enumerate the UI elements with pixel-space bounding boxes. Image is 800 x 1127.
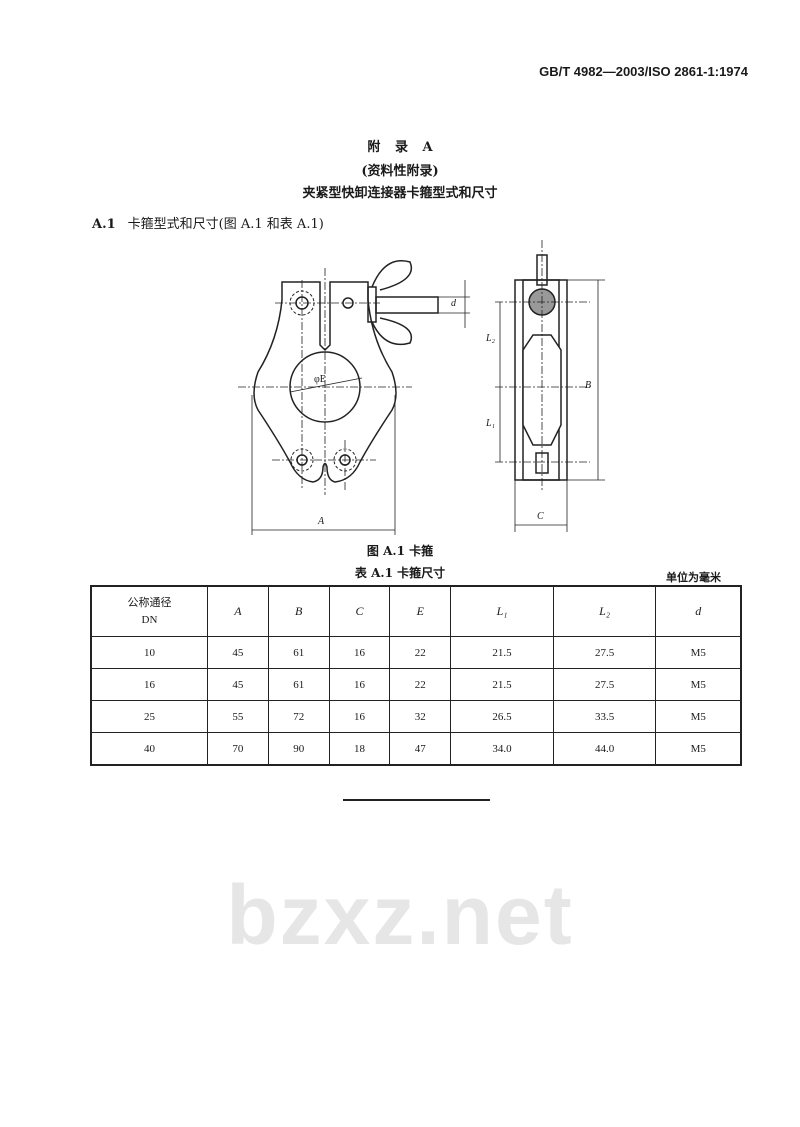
- end-rule: [343, 799, 490, 801]
- table-cell: 40: [90, 732, 208, 766]
- dim-label-d: d: [451, 298, 456, 309]
- table-unit: 单位为毫米: [666, 571, 721, 584]
- table-cell: M5: [655, 668, 742, 701]
- dim-label-A: A: [318, 516, 325, 527]
- table-cell: 16: [328, 668, 391, 701]
- dim-label-E: φE: [314, 374, 326, 385]
- table-cell: 22: [389, 668, 452, 701]
- section-number: A.1: [92, 217, 116, 232]
- table-cell: 25: [90, 700, 208, 733]
- table-cell: 44.0: [552, 732, 657, 766]
- header-dn-line1: 公称通径: [127, 596, 172, 609]
- table-cell: 27.5: [552, 668, 657, 701]
- table-cell: 22: [389, 636, 452, 669]
- header-C: C: [328, 585, 391, 637]
- side-view: [495, 240, 605, 532]
- table-cell: 61: [267, 668, 330, 701]
- table-header-row: 公称通径 DN A B C E L₁ L₂ d: [90, 585, 742, 637]
- table-cell: 18: [328, 732, 391, 766]
- watermark: bzxz.net: [226, 868, 574, 962]
- table-cell: 21.5: [450, 668, 554, 701]
- table-cell: 45: [207, 668, 269, 701]
- figure-caption: 图 A.1 卡箍: [366, 544, 434, 558]
- table-cell: 16: [328, 700, 391, 733]
- header-dn-line2: DN: [141, 613, 158, 626]
- table-cell: 21.5: [450, 636, 554, 669]
- table-cell: 72: [267, 700, 330, 733]
- header-L2: L₂: [552, 585, 657, 637]
- table-cell: 47: [389, 732, 452, 766]
- table-cell: 26.5: [450, 700, 554, 733]
- header-L1: L₁: [450, 585, 554, 637]
- header-dn: 公称通径 DN: [90, 585, 208, 637]
- table-cell: 16: [328, 636, 391, 669]
- table-cell: 27.5: [552, 636, 657, 669]
- table-cell: M5: [655, 732, 742, 766]
- header-E: E: [389, 585, 452, 637]
- header-d: d: [655, 585, 742, 637]
- table-caption: 表 A.1 卡箍尺寸: [354, 566, 446, 580]
- appendix-title: 附 录 A: [367, 140, 433, 155]
- table-cell: 10: [90, 636, 208, 669]
- header-A: A: [207, 585, 269, 637]
- appendix-subtitle: (资料性附录): [361, 164, 439, 179]
- table-cell: 16: [90, 668, 208, 701]
- table-cell: 32: [389, 700, 452, 733]
- table-cell: M5: [655, 700, 742, 733]
- appendix-heading: 夹紧型快卸连接器卡箍型式和尺寸: [302, 186, 498, 201]
- section-title: 卡箍型式和尺寸(图 A.1 和表 A.1): [127, 217, 324, 232]
- table-cell: 61: [267, 636, 330, 669]
- header-B: B: [267, 585, 330, 637]
- table-cell: M5: [655, 636, 742, 669]
- table-cell: 70: [207, 732, 269, 766]
- front-view: [238, 260, 470, 535]
- dim-label-C: C: [537, 511, 544, 522]
- table-cell: 34.0: [450, 732, 554, 766]
- dim-label-L2: L₂: [486, 333, 496, 344]
- dim-label-L1: L₁: [486, 418, 496, 429]
- section-heading: A.1 卡箍型式和尺寸(图 A.1 和表 A.1): [92, 213, 324, 232]
- dim-label-B: B: [585, 380, 592, 391]
- table-cell: 45: [207, 636, 269, 669]
- table-cell: 33.5: [552, 700, 657, 733]
- standard-number: GB/T 4982—2003/ISO 2861-1:1974: [539, 64, 748, 79]
- table-cell: 90: [267, 732, 330, 766]
- table-cell: 55: [207, 700, 269, 733]
